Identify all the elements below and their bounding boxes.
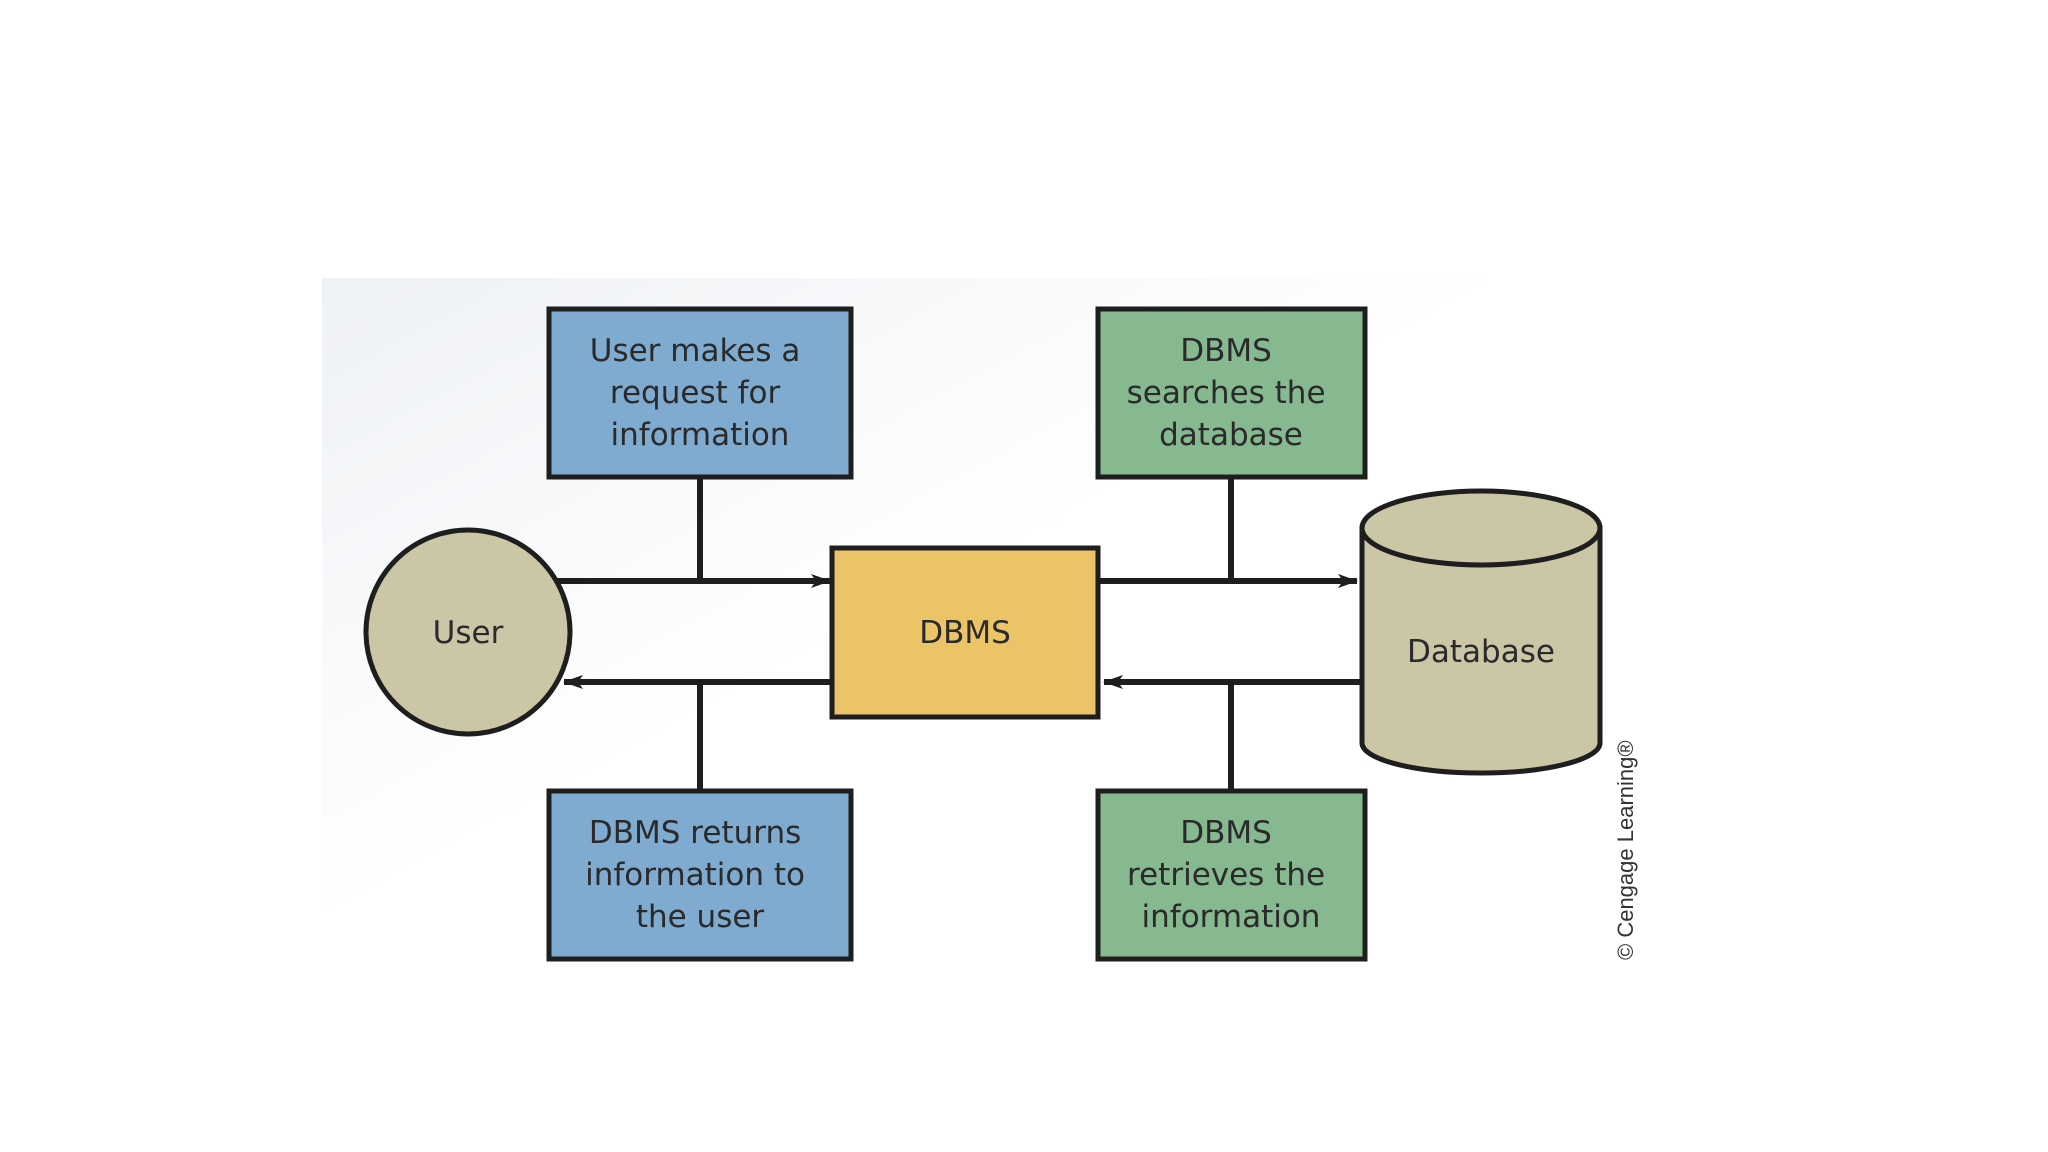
step-search-rect bbox=[1095, 306, 1368, 480]
step-request-label: User makes a request for information bbox=[590, 333, 811, 453]
database-label: Database bbox=[1407, 634, 1555, 670]
user-label: User bbox=[433, 615, 504, 651]
step-search-line-1: DBMS bbox=[1180, 333, 1272, 369]
step-request-line-1: User makes a bbox=[590, 333, 801, 369]
user-circle bbox=[363, 527, 573, 737]
dbms-label: DBMS bbox=[919, 615, 1011, 651]
step-search-line-3: database bbox=[1159, 417, 1303, 453]
step-search-box: DBMS searches the database bbox=[1095, 306, 1368, 480]
step-retrieve-line-2: retrieves the bbox=[1127, 857, 1325, 893]
dbms-rect bbox=[829, 545, 1101, 720]
step-retrieve-rect bbox=[1095, 788, 1368, 962]
database-cylinder-top bbox=[1359, 488, 1603, 568]
step-return-rect bbox=[546, 788, 854, 962]
step-return-label: DBMS returns information to the user bbox=[585, 815, 815, 935]
step-retrieve-label: DBMS retrieves the information bbox=[1127, 815, 1335, 935]
step-return-line-2: information to bbox=[585, 857, 805, 893]
step-return-box: DBMS returns information to the user bbox=[546, 788, 854, 962]
step-search-line-2: searches the bbox=[1127, 375, 1326, 411]
user-node: User bbox=[363, 527, 573, 737]
step-search-label: DBMS searches the database bbox=[1127, 333, 1336, 453]
step-request-line-3: information bbox=[611, 417, 790, 453]
database-cylinder-body bbox=[1359, 525, 1603, 776]
step-return-line-1: DBMS returns bbox=[589, 815, 801, 851]
step-request-line-2: request for bbox=[610, 375, 781, 411]
step-retrieve-line-3: information bbox=[1142, 899, 1321, 935]
connectors bbox=[555, 477, 1361, 789]
database-node: Database bbox=[1359, 488, 1603, 776]
dbms-node: DBMS bbox=[829, 545, 1101, 720]
step-request-rect bbox=[546, 306, 854, 480]
step-return-line-3: the user bbox=[636, 899, 765, 935]
step-retrieve-line-1: DBMS bbox=[1180, 815, 1272, 851]
step-retrieve-box: DBMS retrieves the information bbox=[1095, 788, 1368, 962]
step-request-box: User makes a request for information bbox=[546, 306, 854, 480]
copyright-credit: © Cengage Learning® bbox=[1613, 740, 1638, 960]
